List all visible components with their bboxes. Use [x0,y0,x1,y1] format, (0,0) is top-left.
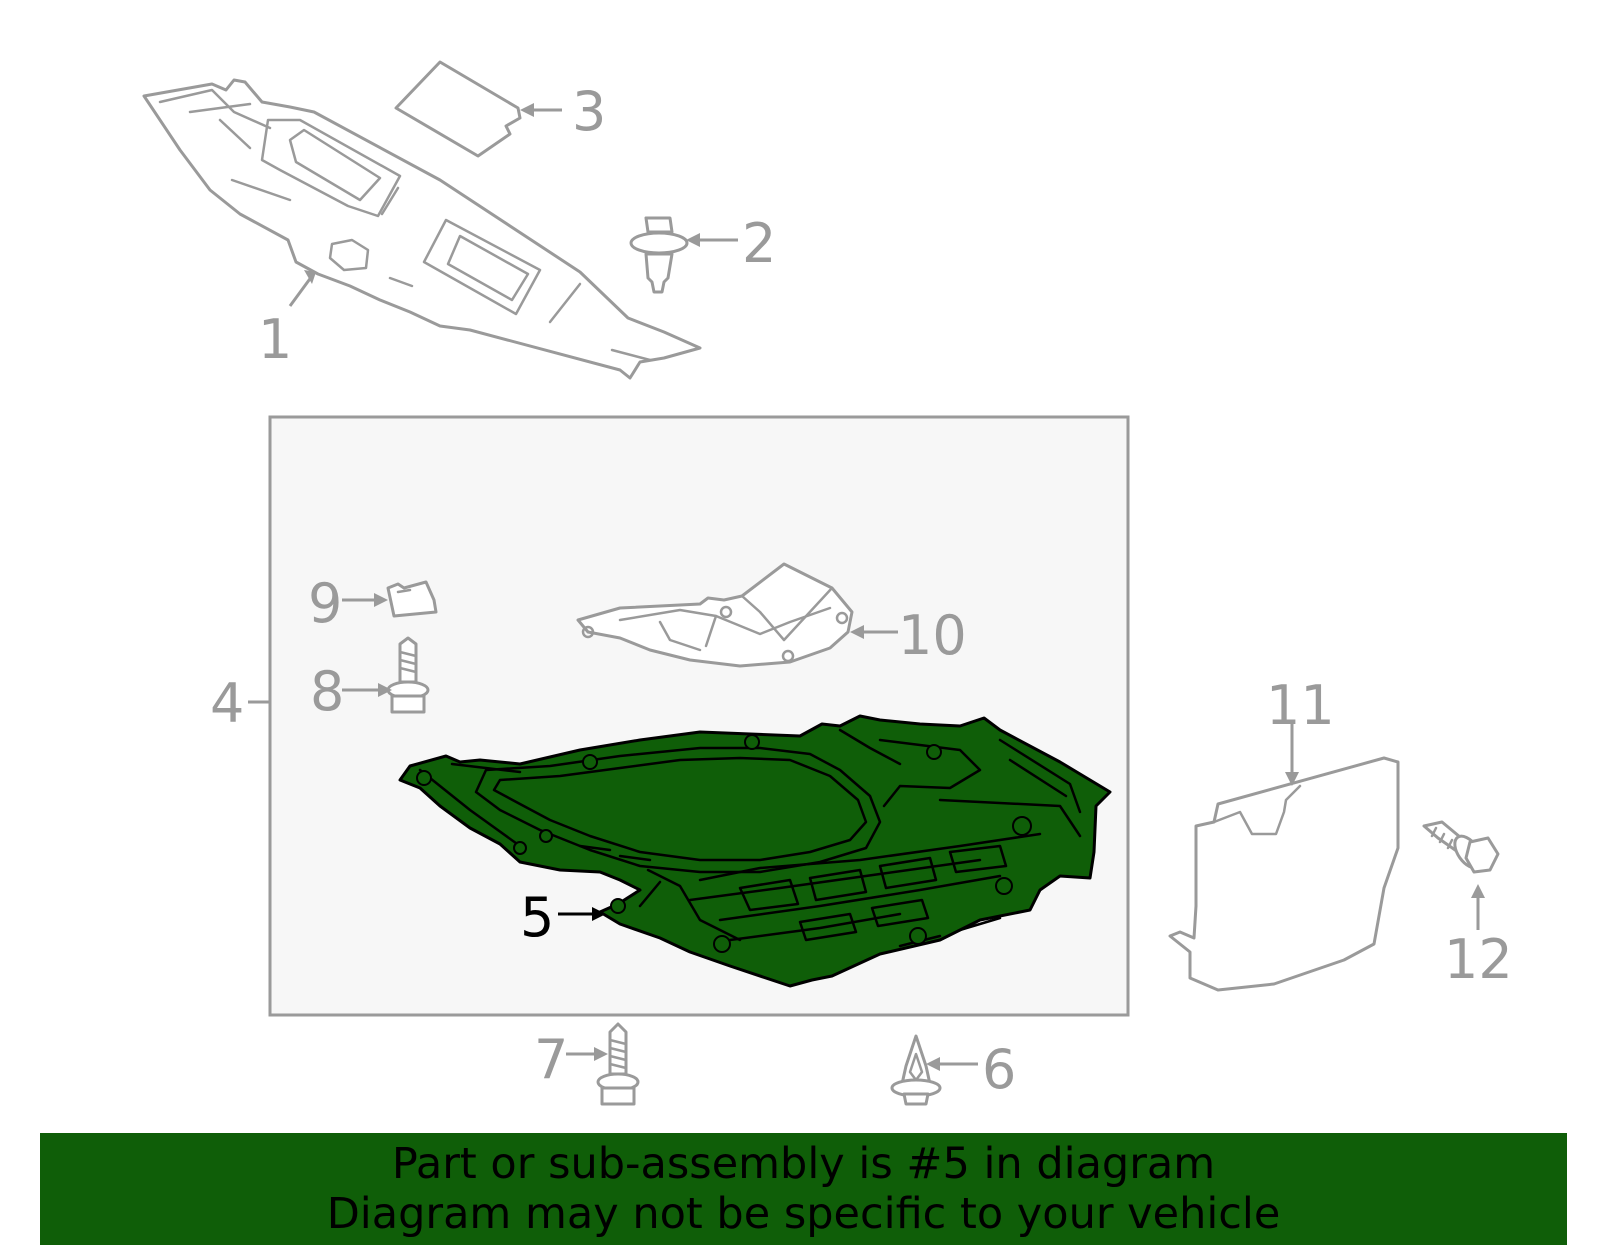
callout-2: 2 [742,212,776,275]
callout-7: 7 [534,1028,568,1091]
part-10-bracket [576,562,898,668]
callout-6: 6 [982,1038,1016,1101]
part-9-clip [342,580,438,618]
callout-9: 9 [308,572,342,635]
callout-1-leader [288,275,314,307]
info-banner: Part or sub-assembly is #5 in diagram Di… [40,1133,1567,1245]
part-12-screw [1422,820,1500,930]
banner-line-1: Part or sub-assembly is #5 in diagram [391,1139,1216,1189]
callout-3: 3 [572,80,606,143]
callout-10: 10 [898,604,967,667]
part-1-upper-cover [142,78,702,380]
part-6-push-clip [890,1034,978,1106]
part-7-bolt [566,1022,640,1106]
callout-4: 4 [210,672,244,735]
part-3-pad [394,60,562,158]
callout-12: 12 [1444,928,1513,991]
callout-1: 1 [258,308,292,371]
callout-5: 5 [520,886,554,949]
callout-8: 8 [310,660,344,723]
callout-11: 11 [1266,674,1335,737]
banner-line-2: Diagram may not be specific to your vehi… [326,1189,1281,1239]
part-2-clip [629,216,738,294]
part-8-bolt [342,636,430,714]
part-11-side-panel [1168,724,1400,992]
part-5-under-cover-highlighted [398,714,1112,988]
